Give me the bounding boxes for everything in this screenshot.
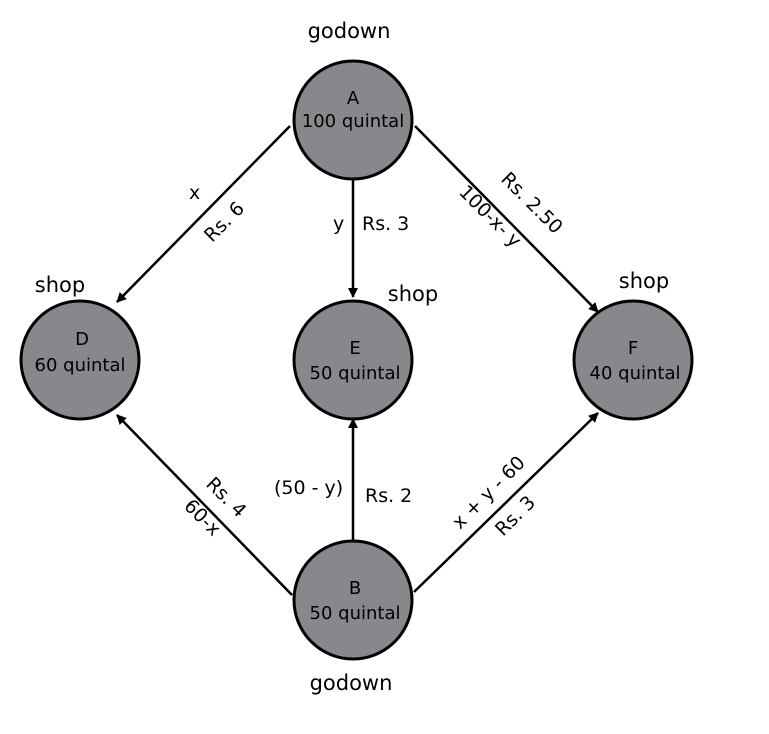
node-b-tag: godown <box>310 671 393 695</box>
edge-a-e-amount: y <box>333 213 344 235</box>
node-e: E 50 quintal shop <box>292 282 438 421</box>
node-f-qty: 40 quintal <box>590 363 681 384</box>
node-b-qty: 50 quintal <box>310 603 401 624</box>
node-b: B 50 quintal godown <box>292 539 414 695</box>
node-e-tag: shop <box>388 282 438 306</box>
edge-a-f <box>414 125 599 313</box>
node-e-circle <box>292 299 414 421</box>
node-a-circle <box>292 59 414 181</box>
node-b-circle <box>292 539 414 661</box>
node-d-name: D <box>75 329 89 350</box>
edge-b-e-cost: Rs. 2 <box>365 485 412 507</box>
node-f-circle <box>572 299 694 421</box>
node-e-name: E <box>349 338 360 359</box>
node-d-circle <box>19 299 141 421</box>
node-f: F 40 quintal shop <box>572 269 694 421</box>
node-d-qty: 60 quintal <box>35 355 126 376</box>
node-a-tag: godown <box>308 19 391 43</box>
edge-b-f-cost: Rs. 3 <box>491 492 540 541</box>
edge-a-d <box>116 125 291 303</box>
node-f-name: F <box>628 338 638 359</box>
node-f-tag: shop <box>619 269 669 293</box>
edge-b-d <box>116 414 293 596</box>
edge-b-f <box>413 412 599 593</box>
node-a: A 100 quintal godown <box>292 19 414 181</box>
node-d-tag: shop <box>35 273 85 297</box>
edge-a-e-cost: Rs. 3 <box>362 213 409 235</box>
node-d: D 60 quintal shop <box>19 273 141 421</box>
node-a-name: A <box>347 88 360 109</box>
node-e-qty: 50 quintal <box>310 363 401 384</box>
edge-a-d-cost: Rs. 6 <box>200 198 249 247</box>
edge-b-e-amount: (50 - y) <box>274 477 343 499</box>
edge-a-d-amount: x <box>189 182 200 204</box>
node-b-name: B <box>349 578 361 599</box>
node-a-qty: 100 quintal <box>302 111 404 132</box>
